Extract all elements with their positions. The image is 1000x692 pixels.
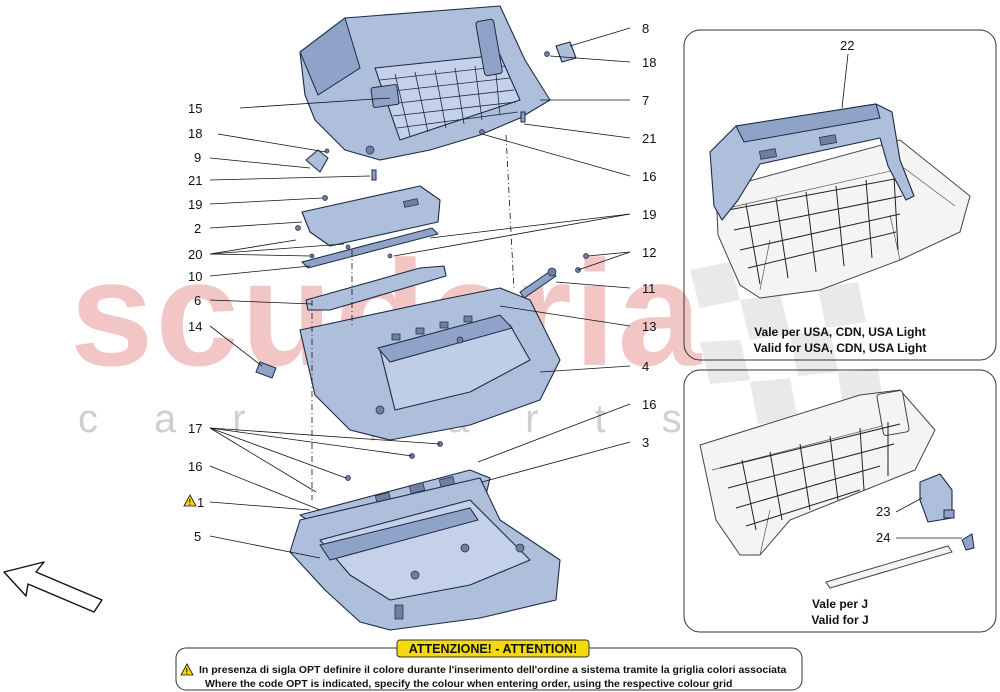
notice-line-it: In presenza di sigla OPT definire il col… bbox=[199, 664, 786, 676]
callout-7: 7 bbox=[642, 93, 649, 108]
callout-6: 6 bbox=[194, 293, 201, 308]
variant-j-line1: Vale per J bbox=[812, 597, 868, 611]
callout-15: 15 bbox=[188, 101, 202, 116]
callout-20: 20 bbox=[188, 247, 202, 262]
part-5-lid-panel bbox=[289, 477, 561, 631]
part-24-strip bbox=[825, 533, 975, 589]
callout-17: 17 bbox=[188, 421, 202, 436]
part-22-bracket bbox=[709, 103, 915, 221]
part-4-main-bin bbox=[299, 287, 561, 441]
hinge-tabs bbox=[391, 315, 473, 341]
leader-lines bbox=[209, 27, 631, 559]
part-8-bracket bbox=[544, 41, 577, 63]
callout-23: 23 bbox=[876, 504, 890, 519]
callout-2: 2 bbox=[194, 221, 201, 236]
j-glovebox-ghost bbox=[699, 389, 936, 556]
variant-usa-line1: Vale per USA, CDN, USA Light bbox=[754, 325, 926, 339]
callout-18: 18 bbox=[188, 126, 202, 141]
warning-triangle-icon bbox=[183, 494, 197, 507]
callout-9: 9 bbox=[194, 150, 201, 165]
notice-line-en: Where the code OPT is indicated, specify… bbox=[205, 678, 732, 690]
variant-box-j: 23 24 Vale per J Valid for J bbox=[683, 369, 997, 633]
callout-16-lower: 16 bbox=[188, 459, 202, 474]
svg-text:!: ! bbox=[189, 498, 192, 507]
variant-j-line2: Valid for J bbox=[811, 613, 868, 627]
storage-net bbox=[379, 63, 519, 137]
callout-16-mid: 16 bbox=[642, 397, 656, 412]
part-2-hinge-bracket bbox=[295, 185, 441, 247]
callout-21: 21 bbox=[188, 173, 202, 188]
svg-text:!: ! bbox=[186, 667, 189, 676]
callout-21-right: 21 bbox=[642, 131, 656, 146]
callout-1-group: ! 1 bbox=[183, 494, 204, 510]
notice-box: ATTENZIONE! - ATTENTION! ! In presenza d… bbox=[175, 639, 803, 691]
callout-3: 3 bbox=[642, 435, 649, 450]
callout-1: 1 bbox=[197, 495, 204, 510]
front-direction-arrow-icon bbox=[3, 561, 103, 613]
variant-usa-line2: Valid for USA, CDN, USA Light bbox=[754, 341, 927, 355]
notice-warning-icon bbox=[180, 663, 194, 676]
part-13-lock bbox=[456, 336, 464, 344]
callout-8: 8 bbox=[642, 21, 649, 36]
callout-10: 10 bbox=[188, 269, 202, 284]
checkered-flag-watermark bbox=[690, 250, 884, 424]
part-23-clip bbox=[919, 473, 955, 523]
variant-box-usa: 22 Vale per USA, CDN, USA Light Valid fo… bbox=[683, 29, 997, 361]
callout-16-upper: 16 bbox=[642, 169, 656, 184]
callout-11: 11 bbox=[642, 281, 656, 296]
part-14-pin bbox=[255, 361, 277, 379]
callout-5: 5 bbox=[194, 529, 201, 544]
callout-18-right: 18 bbox=[642, 55, 656, 70]
callout-24: 24 bbox=[876, 530, 890, 545]
callout-19: 19 bbox=[188, 197, 202, 212]
callout-12: 12 bbox=[642, 245, 656, 260]
callout-19-right: 19 bbox=[642, 207, 656, 222]
watermark: scuderia car parts bbox=[70, 229, 884, 441]
callout-14: 14 bbox=[188, 319, 202, 334]
callout-4: 4 bbox=[642, 359, 649, 374]
part-6-trim bbox=[305, 265, 447, 311]
part-11-damper bbox=[519, 253, 589, 299]
notice-title-badge bbox=[396, 639, 590, 658]
notice-title: ATTENZIONE! - ATTENTION! bbox=[409, 642, 578, 656]
callout-13: 13 bbox=[642, 319, 656, 334]
part-7-upper-shell bbox=[299, 5, 551, 161]
callout-22: 22 bbox=[840, 38, 854, 53]
screws-upper bbox=[371, 111, 526, 181]
part-9-bracket bbox=[305, 148, 330, 173]
